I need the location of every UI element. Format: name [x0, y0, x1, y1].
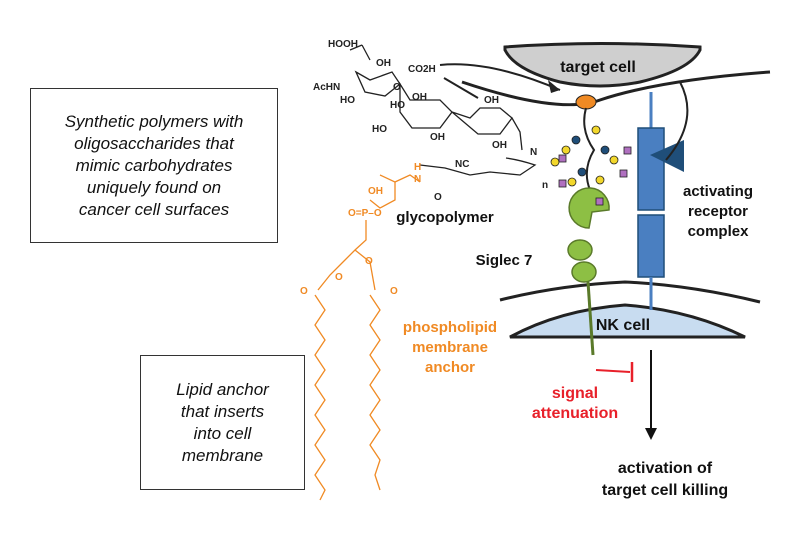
receptor-lower-block: [637, 214, 665, 278]
siglec7-label: Siglec 7: [476, 252, 533, 269]
chem-oh-p: OH: [368, 186, 383, 197]
chem-ho-4: HO: [372, 124, 387, 135]
chem-o-amide: O: [434, 192, 442, 203]
chem-o-ester-1: O: [300, 286, 308, 297]
nk-cell-label: NK cell: [596, 317, 650, 334]
nk-cell-membrane: [509, 303, 746, 339]
activation-label-2: target cell killing: [602, 482, 728, 499]
siglec-orange-node: [575, 94, 597, 110]
lipid-line-1: Lipid anchor: [176, 379, 269, 399]
oligosaccharide-structure: [349, 44, 537, 176]
phospholipid-structure: [314, 174, 421, 501]
activation-arrow-head: [645, 428, 657, 440]
chem-p-eq: O=P–O: [348, 208, 382, 219]
synthetic-line-3: mimic carbohydrates: [75, 155, 233, 175]
activation-label-1: activation of: [618, 460, 713, 477]
siglec-domain-3: [571, 261, 597, 283]
activating-receptor-label-3: complex: [688, 223, 750, 240]
chem-co2h: CO2H: [408, 64, 436, 75]
lipid-anchor-callout: Lipid anchor that inserts into cell memb…: [140, 355, 305, 490]
chem-o-1: O: [393, 82, 401, 93]
synthetic-polymers-callout: Synthetic polymers with oligosaccharides…: [30, 88, 278, 243]
binding-arrow: [439, 63, 561, 91]
inhibition-line: [595, 369, 631, 373]
chem-n-sub: n: [542, 180, 548, 191]
lipid-line-3: into cell: [193, 423, 252, 443]
glycan-chain: [583, 107, 596, 191]
tether-line: [443, 77, 479, 99]
receptor-connector: [665, 81, 689, 161]
chem-oh-3: OH: [412, 92, 427, 103]
chem-ho-2: HO: [340, 95, 355, 106]
glycopolymer-label: glycopolymer: [396, 209, 494, 226]
synthetic-line-2: oligosaccharides that: [74, 133, 234, 153]
chem-h-n: H: [414, 162, 421, 173]
synthetic-line-1: Synthetic polymers with: [64, 111, 244, 131]
signal-label: signal: [552, 385, 598, 402]
synthetic-line-5: cancer cell surfaces: [78, 199, 230, 219]
receptor-upper-block: [637, 127, 665, 211]
chem-achn: AcHN: [313, 82, 340, 93]
chem-oh-2: OH: [376, 58, 391, 69]
chem-o-chain-2: O: [365, 256, 373, 267]
lipid-line-4: membrane: [181, 445, 264, 465]
chem-oh-6: OH: [492, 140, 507, 151]
attenuation-label: attenuation: [532, 405, 618, 422]
chem-o-ester-2: O: [390, 286, 398, 297]
target-cell-membrane: [503, 42, 702, 88]
phospholipid-label-1: phospholipid: [403, 319, 497, 336]
activating-receptor-label-2: receptor: [688, 203, 748, 220]
chem-ho-3: HO: [390, 100, 405, 111]
chem-oh-1: OH: [343, 39, 358, 50]
target-cell-label: target cell: [560, 59, 636, 76]
chem-oh-4: OH: [484, 95, 499, 106]
activating-receptor-label-1: activating: [683, 183, 753, 200]
synthetic-line-4: uniquely found on: [86, 177, 222, 197]
chem-nc: NC: [455, 159, 469, 170]
siglec-v-domain: [568, 187, 610, 229]
chem-oh-5: OH: [430, 132, 445, 143]
chem-o-chain-1: O: [335, 272, 343, 283]
chem-ho-1: HO: [328, 39, 343, 50]
lipid-line-2: that inserts: [180, 401, 265, 421]
siglec-domain-2: [567, 239, 593, 261]
glycan-decorations: [550, 125, 632, 206]
chem-n-amide: N: [414, 174, 421, 185]
binding-arrow-head: [548, 80, 560, 93]
siglec-stem: [586, 281, 595, 356]
phospholipid-label-2: membrane: [412, 339, 488, 356]
phospholipid-label-3: anchor: [425, 359, 475, 376]
chem-n-1: N: [530, 147, 537, 158]
nk-cell-outer-line: [499, 280, 761, 304]
target-cell-outer-line: [461, 70, 771, 107]
